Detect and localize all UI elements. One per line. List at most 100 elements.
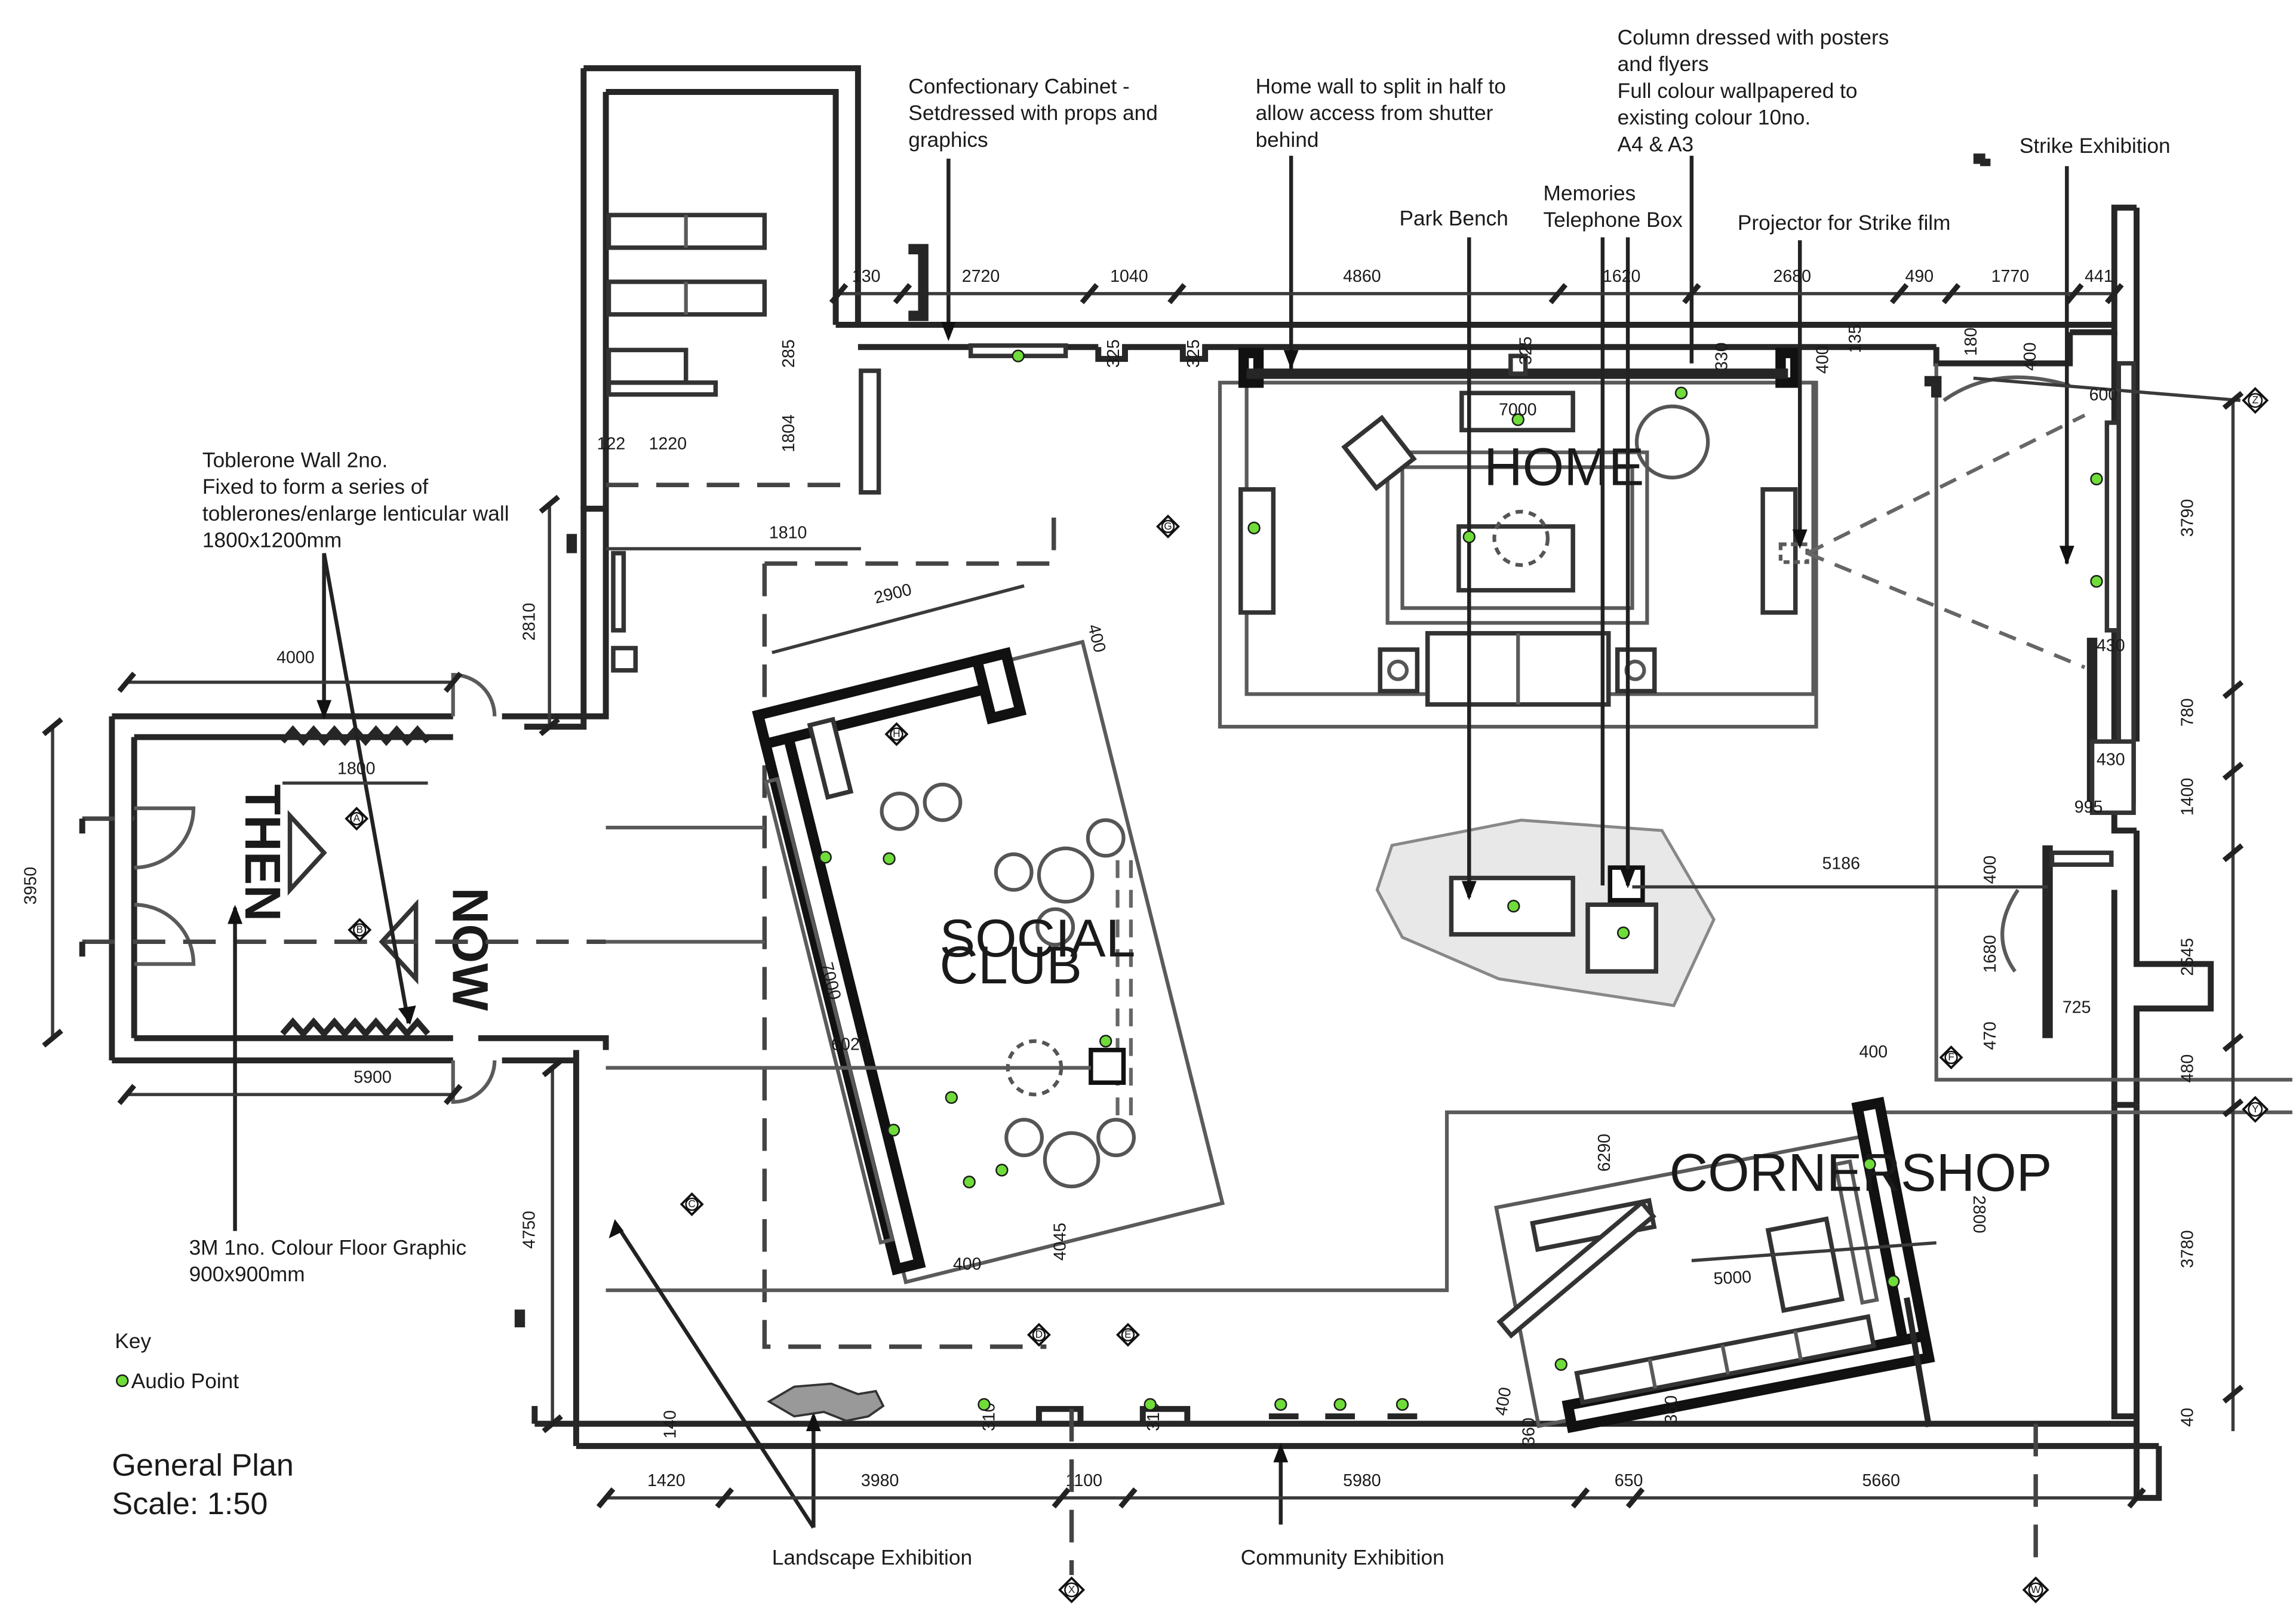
note-floor-graphic-2: 900x900mm [189,1263,305,1286]
grid-marker-x: X [1058,1408,1086,1604]
dim-600: 600 [2089,386,2118,405]
svg-text:B: B [356,923,363,935]
park-bench-island [1375,819,1716,1007]
audio-point-icon [1616,926,1630,940]
dim-400e: 400 [1981,856,2000,884]
dim-430b: 430 [2097,751,2125,770]
drawing-title-block: General Plan Scale: 1:50 [112,1448,293,1522]
dim-right-480: 480 [2178,1054,2197,1083]
audio-point-icon [1396,1398,1409,1411]
dim-325a: 325 [1104,339,1123,368]
svg-text:G: G [1164,520,1172,532]
audio-point-icon [1554,1358,1567,1371]
grid-marker-g: G [1155,514,1181,539]
dim-top-1620: 1620 [1603,267,1641,286]
note-confectionary-3: graphics [908,128,988,152]
note-column-1: Column dressed with posters [1618,26,1889,50]
audio-point-icon [1144,1398,1157,1411]
audio-point-icon [1507,900,1520,913]
note-toblerone-4: 1800x1200mm [202,529,342,552]
dim-400c: 400 [1813,345,1832,374]
annex-shelving [605,213,881,673]
section-cut-marks [514,153,1991,1328]
home-room: HOME [1218,347,1818,729]
dim-400f: 400 [1859,1042,1888,1062]
cornershop-label: CORNERSHOP [1670,1143,2052,1202]
drawing-scale: Scale: 1:50 [112,1487,268,1521]
dim-470: 470 [1981,1022,2000,1050]
then-floor-text: THEN [235,784,291,921]
grid-marker-a: A [345,807,369,831]
dim-right-780: 780 [2178,699,2197,727]
note-leaders [228,155,2074,1529]
grid-marker-w: W [2022,1423,2049,1604]
dim-bottom-3980: 3980 [861,1471,899,1490]
strike-exhibition-area [1778,361,2136,1038]
grid-markers: A B C D E F G H X W Y Z [345,387,2269,1604]
svg-text:H: H [893,728,900,740]
dim-3950: 3950 [21,867,41,905]
dim-1810: 1810 [769,524,807,543]
note-column-3: Full colour wallpapered to [1618,79,1858,103]
dim-6290: 6290 [1595,1134,1614,1172]
dim-right-1400: 1400 [2178,778,2197,816]
dim-122: 122 [597,435,626,454]
social-club-label-2: CLUB [939,935,1081,995]
dim-bottom-5980: 5980 [1343,1471,1381,1490]
dim-bottom-5660: 5660 [1862,1471,1901,1490]
audio-point-icon [1511,413,1524,426]
audio-point-icon [978,1398,991,1411]
note-landscape: Landscape Exhibition [772,1546,972,1570]
svg-text:F: F [1948,1051,1954,1063]
outer-walls [109,65,2214,1501]
note-toblerone-3: toblerones/enlarge lenticular wall [202,502,509,525]
grid-marker-b: B [348,918,372,942]
dim-right-2545: 2545 [2178,938,2197,976]
dim-1680: 1680 [1981,935,2000,973]
dim-2900: 2900 [872,580,914,607]
dim-2800: 2800 [1969,1195,1988,1234]
dim-400b: 400 [953,1254,982,1274]
dim-5186: 5186 [1822,854,1860,873]
svg-text:D: D [1035,1328,1043,1340]
note-column-5: A4 & A3 [1618,133,1693,156]
grid-marker-h: H [884,722,909,746]
note-floor-graphic-1: 3M 1no. Colour Floor Graphic [189,1236,467,1259]
dim-top-490: 490 [1905,267,1934,286]
grid-marker-e: E [1115,1322,1140,1347]
note-toblerone-1: Toblerone Wall 2no. [202,448,388,472]
audio-point-icon [2090,575,2103,588]
toblerone-wall-bottom [280,1017,431,1038]
dim-right-3780: 3780 [2178,1230,2197,1268]
audio-point-icon [1887,1275,1900,1288]
dimension-lines [51,292,2241,1500]
audio-point-icon [883,852,896,865]
note-projector: Projector for Strike film [1738,211,1951,235]
now-floor-text: NOW [442,888,499,1011]
dim-4000: 4000 [276,648,315,667]
svg-text:Y: Y [2252,1103,2259,1115]
dim-top-2720: 2720 [962,267,1000,286]
social-club-room: SOCIAL CLUB [752,516,1225,1349]
note-confectionary-1: Confectionary Cabinet - [908,75,1129,98]
note-memories-1: Memories [1543,182,1636,205]
audio-point-icon [1274,1398,1287,1411]
dim-400d: 400 [2021,342,2040,371]
legend-key: Key Audio Point [115,1330,239,1393]
dim-top-1770: 1770 [1991,267,2030,286]
grid-marker-c: C [680,1192,704,1217]
key-heading: Key [115,1330,151,1353]
dim-285: 285 [779,339,798,368]
note-memories-2: Telephone Box [1543,208,1683,232]
svg-text:W: W [2031,1583,2041,1595]
dim-140: 140 [660,1410,680,1439]
svg-text:C: C [688,1198,696,1210]
dimension-ticks [42,283,2244,1509]
grid-marker-d: D [1026,1322,1051,1347]
note-home-wall-3: behind [1256,128,1319,152]
exhibition-objects [767,1382,1418,1422]
audio-points [819,349,2103,1411]
home-label: HOME [1484,436,1644,496]
